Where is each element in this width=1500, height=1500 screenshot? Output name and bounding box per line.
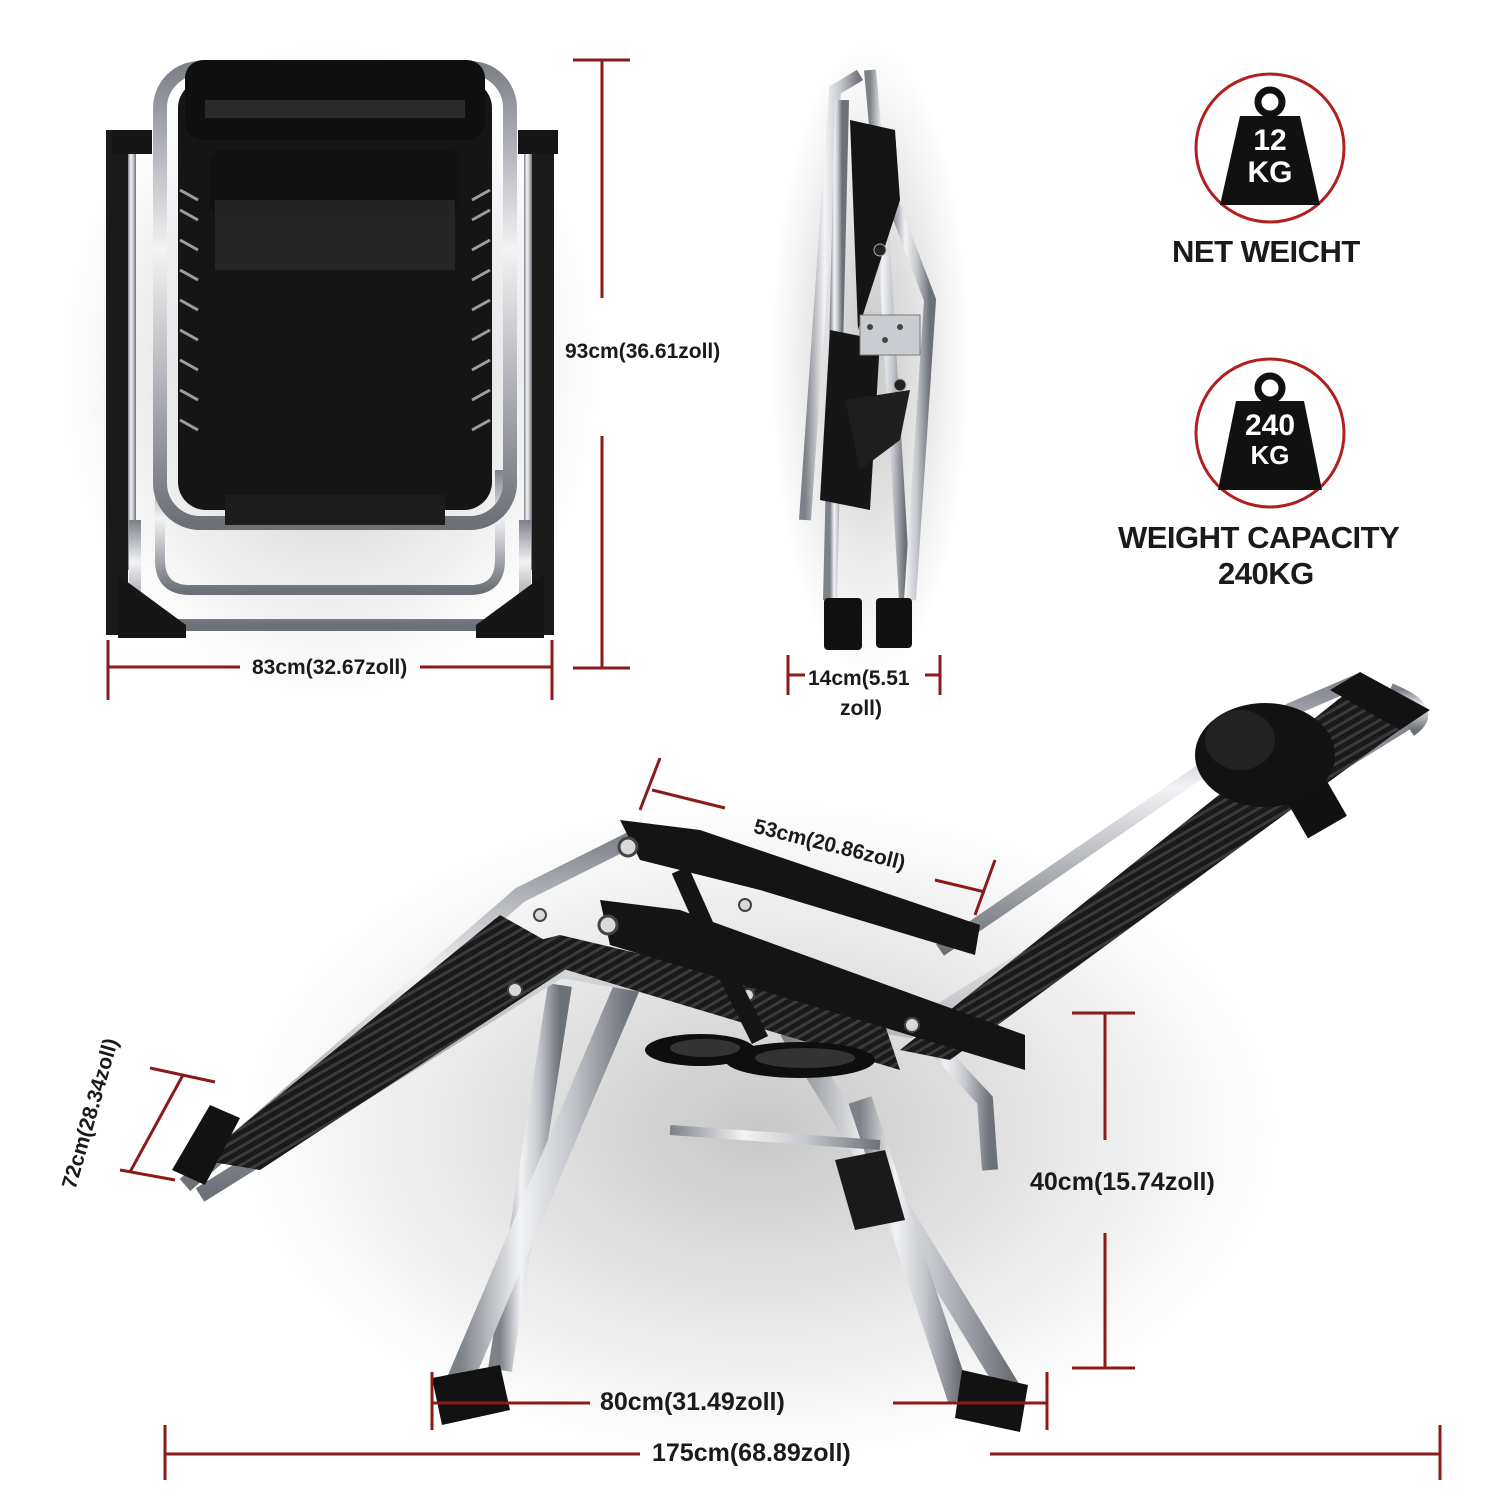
- net-weight-value: 12 KG: [1247, 124, 1293, 189]
- weight-icon: [1220, 86, 1320, 205]
- seat-height-label: 40cm(15.74zoll): [1030, 1168, 1215, 1196]
- folded-chair-front-view: [60, 40, 600, 700]
- weight-capacity-badge: [1194, 357, 1346, 509]
- folded-height-label: 93cm(36.61zoll): [565, 340, 721, 363]
- weight-capacity-value: 240 KG: [1244, 409, 1296, 470]
- reclined-chair: [172, 672, 1430, 1460]
- net-weight-caption: NET WEICHT: [1172, 234, 1360, 269]
- weight-icon: [1218, 372, 1322, 490]
- base-width-label: 80cm(31.49zoll): [600, 1388, 785, 1416]
- weight-capacity-caption: WEIGHT CAPACITY: [1118, 520, 1400, 555]
- net-weight-badge: [1194, 72, 1346, 224]
- folded-width-label: 83cm(32.67zoll): [252, 656, 408, 679]
- folded-depth-label: 14cm(5.51: [808, 667, 910, 690]
- total-length-label: 175cm(68.89zoll): [652, 1439, 851, 1467]
- folded-depth-label-unit: zoll): [840, 697, 882, 720]
- weight-capacity-caption-value: 240KG: [1218, 556, 1314, 591]
- dimension-lines: [106, 58, 1442, 1480]
- folded-chair-side-view: [770, 40, 970, 680]
